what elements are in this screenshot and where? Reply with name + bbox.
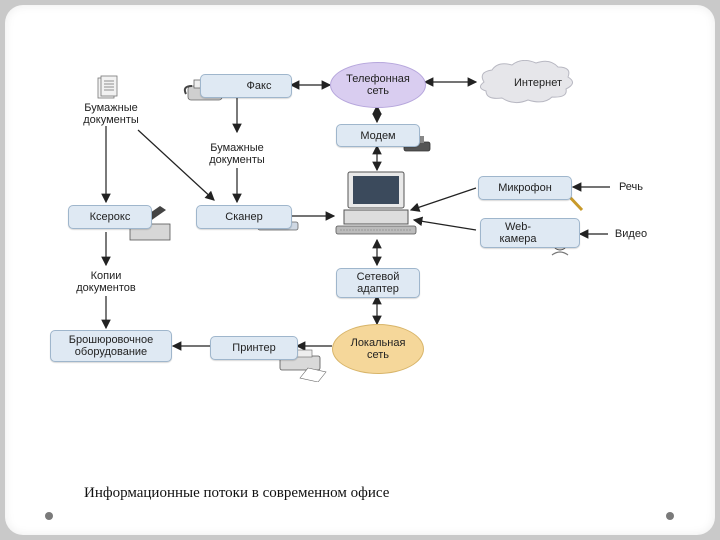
modem-node: Модем (336, 124, 420, 147)
copies-label: Копии документов (76, 270, 136, 294)
binding-node: Брошюровочное оборудование (50, 330, 172, 362)
arrow-paper-scanner (137, 129, 215, 201)
diagram-connectors (97, 60, 610, 382)
fax-label: Факс (246, 80, 272, 92)
microphone-node: Микрофон (478, 176, 572, 200)
webcam-label: Web- камера (499, 221, 537, 245)
binding-label: Брошюровочное оборудование (68, 334, 154, 358)
paper-docs-mid-label: Бумажные документы (209, 142, 265, 166)
xerox-node: Ксерокс (68, 205, 152, 229)
lan-oval: Локальная сеть (332, 324, 424, 374)
phone-network-oval: Телефонная сеть (330, 62, 426, 108)
net-adapter-label: Сетевой адаптер (356, 271, 400, 295)
paper-docs-icon (97, 75, 118, 99)
arrow-cam-pc (412, 216, 477, 231)
printer-node: Принтер (210, 336, 298, 360)
internet-cloud (480, 60, 573, 104)
fax-node: Факс (200, 74, 292, 98)
speech-label: Речь (618, 181, 644, 193)
printer-icon (279, 349, 327, 382)
webcam-node: Web- камера (480, 218, 580, 248)
computer-icon (335, 171, 417, 235)
bullet-bottom-right (666, 512, 674, 520)
microphone-label: Микрофон (498, 182, 552, 194)
paper-docs-top-label: Бумажные документы (83, 102, 139, 126)
lan-label: Локальная сеть (350, 337, 406, 361)
net-adapter-node: Сетевой адаптер (336, 268, 420, 298)
xerox-label: Ксерокс (89, 211, 131, 223)
phone-network-label: Телефонная сеть (346, 73, 410, 97)
scanner-node: Сканер (196, 205, 292, 229)
bullet-bottom-left (45, 512, 53, 520)
diagram: Факс Телефонная сеть Интернет Бумажные д… (48, 60, 655, 382)
slide-caption: Информационные потоки в современном офис… (84, 485, 390, 501)
internet-label: Интернет (514, 77, 562, 89)
modem-label: Модем (360, 129, 396, 142)
scanner-label: Сканер (225, 211, 263, 223)
video-label: Видео (614, 228, 648, 240)
printer-label: Принтер (232, 342, 276, 354)
arrow-mic-pc (409, 187, 477, 212)
